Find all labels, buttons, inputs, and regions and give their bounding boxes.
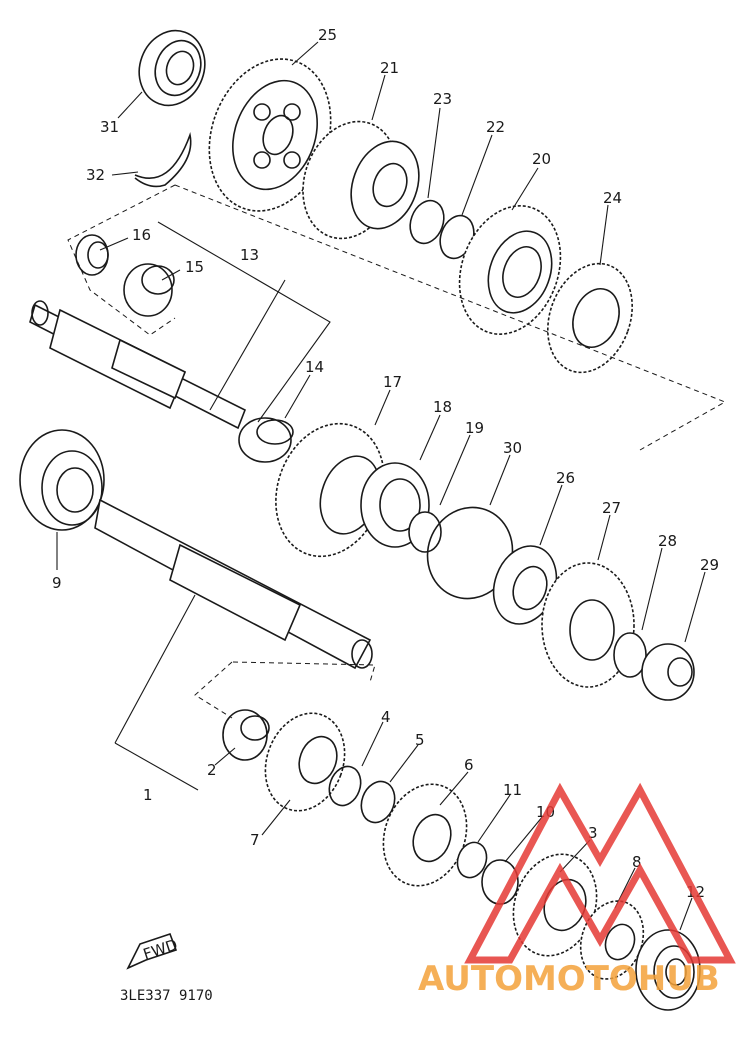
- fwd-label: FWD: [141, 936, 180, 964]
- callout-2: 2: [207, 761, 217, 779]
- callout-29: 29: [700, 556, 719, 574]
- part-23-circlip: [409, 199, 445, 245]
- callout-7: 7: [250, 831, 260, 849]
- callout-13: 13: [240, 246, 259, 264]
- callout-32: 32: [86, 166, 105, 184]
- part-9-bearing: [19, 429, 105, 531]
- callout-26: 26: [556, 469, 575, 487]
- callout-31: 31: [100, 118, 119, 136]
- callout-11: 11: [503, 781, 522, 799]
- part-2-bushing: [222, 709, 270, 761]
- callout-28: 28: [658, 532, 677, 550]
- part-19-collar: [408, 511, 442, 553]
- part-13-shaft: [29, 300, 247, 430]
- callout-8: 8: [632, 853, 642, 871]
- callout-21: 21: [380, 59, 399, 77]
- fwd-arrow-icon: FWD: [126, 932, 180, 970]
- part-7-gear: [264, 712, 346, 812]
- watermark: AUTOMOTOHUB: [418, 782, 736, 999]
- callout-labels: 31 32 25 21 23 22 20 24 16 13 15 14 17 1…: [52, 26, 719, 931]
- callout-14: 14: [305, 358, 324, 376]
- part-20-gear: [458, 205, 562, 335]
- part-31-bearing: [138, 29, 206, 107]
- part-28-lock-washer: [613, 632, 647, 678]
- drive-axle: [94, 498, 373, 670]
- part-4-circlip: [328, 765, 362, 807]
- callout-24: 24: [603, 189, 622, 207]
- diagram-code: 3LE337 9170: [120, 988, 213, 1004]
- callout-20: 20: [532, 150, 551, 168]
- callout-3: 3: [588, 824, 598, 842]
- part-16-bushing: [75, 234, 109, 276]
- callout-18: 18: [433, 398, 452, 416]
- callout-6: 6: [464, 756, 474, 774]
- callout-4: 4: [381, 708, 391, 726]
- part-29-nut: [641, 643, 695, 701]
- part-27-sprocket: [541, 562, 635, 688]
- part-6-gear: [382, 783, 468, 887]
- callout-9: 9: [52, 574, 62, 592]
- callout-5: 5: [415, 731, 425, 749]
- part-26-oil-seal: [492, 545, 558, 625]
- callout-15: 15: [185, 258, 204, 276]
- part-32-circlip: [134, 132, 192, 188]
- callout-16: 16: [132, 226, 151, 244]
- callout-27: 27: [602, 499, 621, 517]
- part-21-gear: [302, 120, 420, 240]
- callout-1: 1: [143, 786, 153, 804]
- part-14-bushing: [238, 417, 294, 463]
- callout-23: 23: [433, 90, 452, 108]
- callout-22: 22: [486, 118, 505, 136]
- callout-19: 19: [465, 419, 484, 437]
- callout-17: 17: [383, 373, 402, 391]
- part-24-gear: [547, 262, 633, 374]
- callout-25: 25: [318, 26, 337, 44]
- part-11-washer: [456, 841, 488, 879]
- callout-30: 30: [503, 439, 522, 457]
- watermark-text: AUTOMOTOHUB: [418, 959, 720, 999]
- watermark-logo: [464, 782, 736, 964]
- part-5-washer: [360, 780, 396, 824]
- part-15-bushing: [123, 263, 175, 317]
